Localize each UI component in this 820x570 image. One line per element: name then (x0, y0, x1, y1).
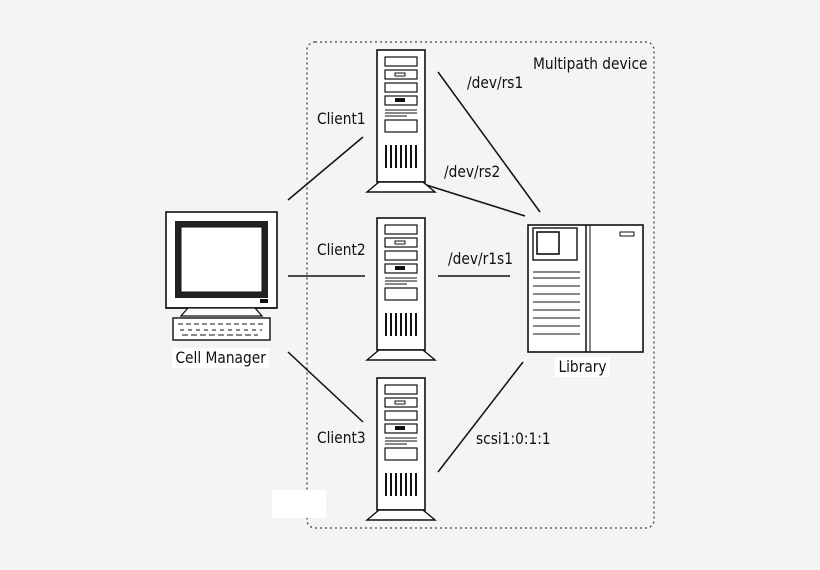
library-label: Library (555, 357, 610, 377)
client2-server-icon (366, 217, 436, 361)
link-client1-library-rs2 (419, 182, 526, 217)
link-cellmanager-client1 (287, 136, 364, 201)
link-client3-library-scsi (437, 361, 524, 473)
cell-manager-label: Cell Manager (172, 348, 270, 368)
client1-server-icon (366, 49, 436, 193)
library-icon (527, 224, 644, 353)
link-cellmanager-client3 (287, 351, 364, 423)
path-rs1-label: /dev/rs1 (467, 73, 524, 92)
client1-label: Client1 (317, 109, 366, 128)
link-client1-library-rs1 (437, 71, 541, 213)
cell-manager-computer-icon (165, 211, 278, 341)
blank-patch (272, 490, 326, 518)
client3-label: Client3 (317, 428, 366, 447)
multipath-device-label: Multipath device (533, 54, 648, 73)
client3-server-icon (366, 377, 436, 521)
path-scsi-label: scsi1:0:1:1 (476, 429, 551, 448)
client2-label: Client2 (317, 240, 366, 259)
path-rs2-label: /dev/rs2 (444, 162, 501, 181)
multipath-group-border (306, 41, 655, 529)
path-r1s1-label: /dev/r1s1 (448, 249, 513, 268)
